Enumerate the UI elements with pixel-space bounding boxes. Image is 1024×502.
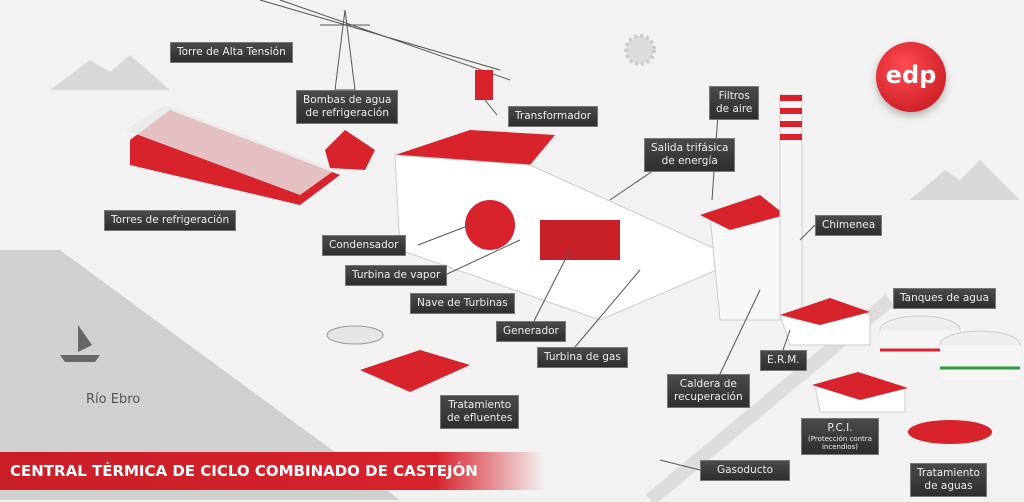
- label-line: Tratamiento: [448, 399, 512, 411]
- chimney-stripes: [780, 95, 802, 140]
- label-turbina-vapor: Turbina de vapor: [345, 265, 448, 286]
- label-turbina-gas: Turbina de gas: [537, 347, 628, 368]
- effluent-pool: [360, 350, 470, 392]
- label-chimenea: Chimenea: [815, 215, 883, 236]
- label-line: Bombas de agua: [303, 94, 392, 106]
- cooling-towers-top: [125, 105, 335, 195]
- label-line: Caldera de: [679, 378, 737, 390]
- label-erm: E.R.M.: [760, 350, 807, 371]
- boiler-roof: [700, 195, 785, 230]
- page-title: CENTRAL TÉRMICA DE CICLO COMBINADO DE CA…: [0, 452, 545, 490]
- label-line: Tratamiento: [917, 467, 980, 479]
- erm-roof: [780, 298, 870, 325]
- turbine-hall-roof: [395, 130, 555, 165]
- label-nave-turbinas: Nave de Turbinas: [410, 293, 515, 314]
- river-label: Río Ebro: [86, 392, 141, 407]
- mountains-right: [910, 160, 1020, 200]
- label-transformador: Transformador: [508, 106, 599, 127]
- generator: [540, 220, 620, 260]
- label-line: P.C.I.: [827, 422, 853, 434]
- label-line: Salida trifásica: [651, 142, 729, 154]
- mountains-left: [50, 55, 170, 90]
- label-generador: Generador: [496, 321, 566, 342]
- pci-roof: [812, 372, 908, 400]
- label-line: de efluentes: [447, 412, 513, 424]
- label-line: de refrigeración: [305, 107, 389, 119]
- label-torre-alta-tension: Torre de Alta Tensión: [170, 42, 293, 63]
- transformer: [475, 70, 493, 100]
- sun-icon: [624, 34, 656, 66]
- edp-logo: edp: [876, 42, 946, 112]
- label-line: de aguas: [924, 480, 973, 492]
- label-line: recuperación: [674, 391, 743, 403]
- boat-icon: [60, 355, 100, 362]
- power-tower: [259, 0, 511, 91]
- label-torres-refrigeracion: Torres de refrigeración: [104, 210, 237, 231]
- pumps: [325, 130, 375, 170]
- condenser: [465, 200, 515, 250]
- water-tank-2-body: [940, 345, 1020, 380]
- chimney: [779, 94, 803, 316]
- river: [0, 250, 400, 500]
- label-line: de energía: [661, 155, 718, 167]
- label-line: de aire: [716, 103, 753, 115]
- water-treatment-tank: [908, 420, 992, 444]
- label-tanques-agua: Tanques de agua: [893, 288, 997, 309]
- label-sub: incendios): [821, 443, 858, 451]
- label-gasoducto: Gasoducto: [700, 460, 790, 481]
- label-condensador: Condensador: [322, 235, 406, 256]
- label-sub: (Protección contra: [808, 435, 872, 443]
- sail-icon: [78, 325, 92, 352]
- effluent-tank-round: [326, 325, 384, 345]
- label-line: Filtros: [718, 90, 750, 102]
